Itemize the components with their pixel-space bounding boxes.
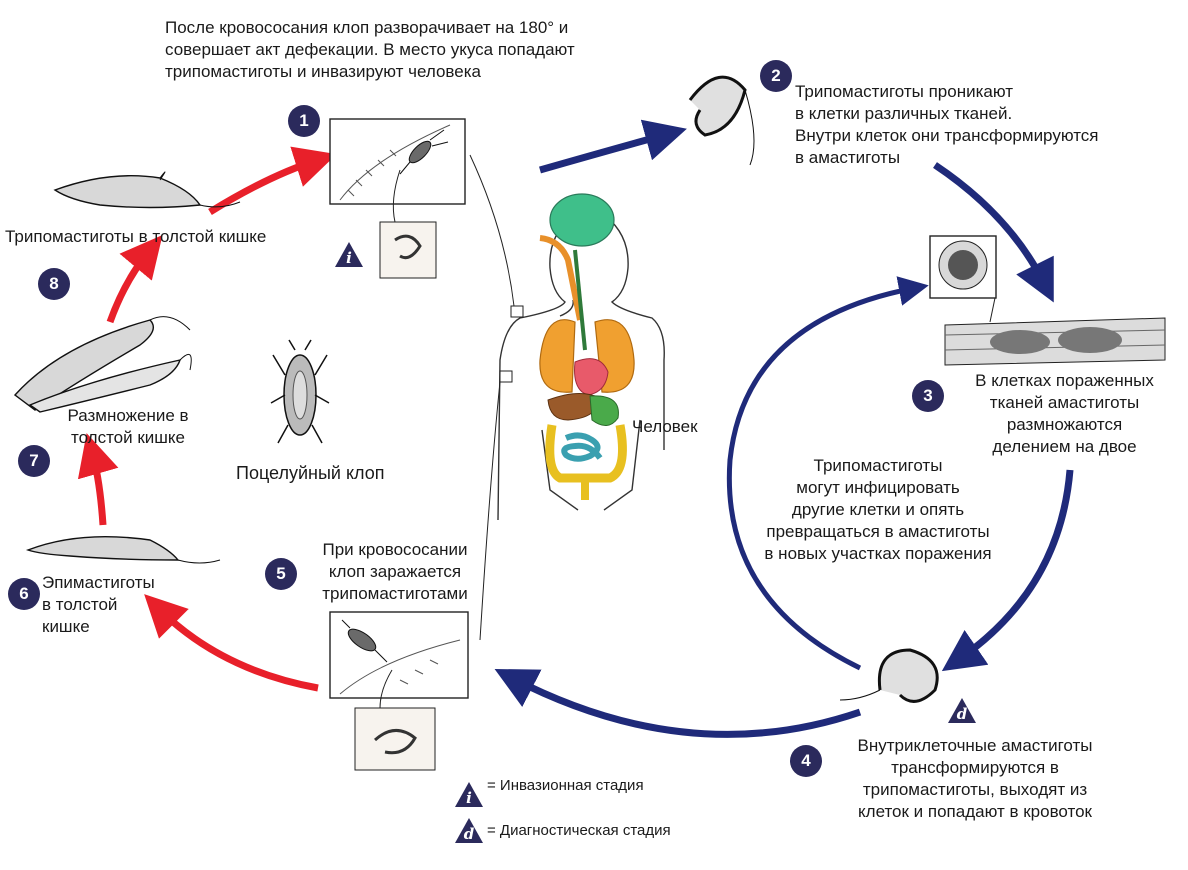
step-badge-4: 4 [790,745,822,777]
infected-tissue [929,235,1166,366]
step-badge-6: 6 [8,578,40,610]
step-2-description: Трипомастиготы проникают в клетки различ… [795,82,1099,167]
heart [574,358,609,396]
arrow-2-to-3 [933,162,1054,303]
arrow-reinfection-loop [726,276,929,671]
arrow-4-to-5 [494,669,862,738]
step-3-description: В клетках пораженных тканей амастиготы р… [975,371,1154,456]
step-4-description: Внутриклеточные амастиготы трансформирую… [857,736,1093,821]
step-5-description: При кровососании клоп заражается трипома… [322,540,468,603]
bite-scene-box-5 [329,611,469,771]
kissing-bug-illustration [270,339,330,444]
step-badge-8: 8 [38,268,70,300]
step-badge-2: 2 [760,60,792,92]
trypomastigote-stage-8 [53,171,241,209]
epimastigotes-stage-7 [13,316,192,413]
diagnostic-stage-marker: d [948,698,976,723]
bite-scene-box-1 [329,118,466,279]
legend-infective-icon: i [455,782,483,807]
step-badge-1: 1 [288,105,320,137]
arrow-3-to-4 [941,469,1074,672]
trypomastigote-stage-2 [688,75,755,166]
esophagus [573,249,587,351]
reinfection-note: Трипомастиготы могут инфицировать другие… [764,456,992,563]
arrow-1-to-2 [539,119,687,174]
step-8-description: Трипомастиготы в толстой кишке [5,227,267,246]
trypomastigote-stage-4 [839,648,939,703]
stomach [589,395,619,426]
step-6-description: Эпимастиготы в толстой кишке [42,573,155,636]
step-badge-5: 5 [265,558,297,590]
step-7-description: Размножение в толстой кишке [67,406,189,447]
arrow-6-to-7 [77,433,119,526]
lung-left [539,319,576,393]
legend-infective-text: = Инвазионная стадия [487,777,644,794]
arrow-8-to-1 [208,146,337,215]
epimastigote-stage-6 [25,535,221,564]
brain [549,193,615,247]
step-1-description: После кровососания клоп разворачивает на… [165,18,575,81]
throat [539,235,583,321]
infective-stage-marker: i [335,242,363,267]
step-badge-7: 7 [18,445,50,477]
arrow-7-to-8 [106,234,163,324]
bug-label: Поцелуйный клоп [236,463,385,483]
human-label: Человек [632,417,698,436]
arrow-5-to-6 [144,594,319,692]
large-intestine [545,424,627,483]
small-intestine [561,432,603,462]
legend-diagnostic-text: = Диагностическая стадия [487,822,671,839]
legend-diagnostic-icon: d [455,818,483,843]
step-badge-3: 3 [912,380,944,412]
human-figure [469,154,665,641]
